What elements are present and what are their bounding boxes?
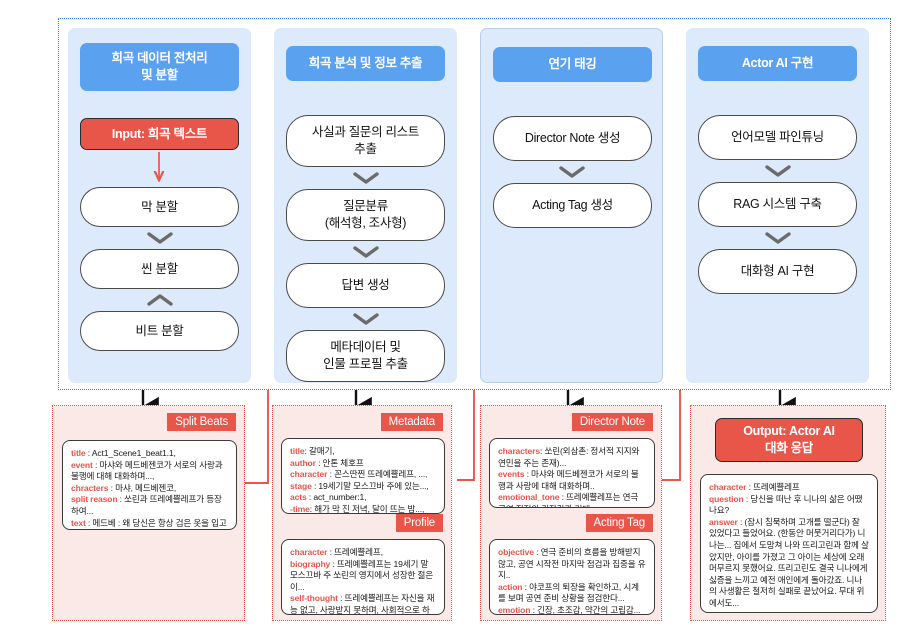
node-fact-question-list-line1: 사실과 질문의 리스트 (311, 125, 420, 139)
node-metadata-profile-extraction[interactable]: 메타데이터 및 인물 프로필 추출 (286, 330, 445, 382)
node-metadata-profile-line2: 인물 프로필 추출 (323, 357, 408, 371)
node-fact-question-list[interactable]: 사실과 질문의 리스트 추출 (286, 115, 445, 167)
node-rag-system[interactable]: RAG 시스템 구축 (698, 182, 857, 227)
output-button-line1: Output: Actor AI (743, 424, 835, 438)
stage-header-4: Actor AI 구현 (698, 46, 857, 81)
node-question-classification-line1: 질문분류 (343, 199, 388, 213)
node-answer-generation[interactable]: 답변 생성 (286, 263, 445, 308)
node-scene-split[interactable]: 씬 분할 (80, 249, 239, 289)
output-card-profile: character : 뜨레예쁠레프, biography : 뜨레예쁠레프는 … (281, 539, 445, 615)
chevron-down-icon-2b (352, 245, 379, 259)
node-act-split[interactable]: 막 분할 (80, 187, 239, 227)
node-metadata-profile-line1: 메타데이터 및 (330, 340, 401, 354)
node-director-note-generation[interactable]: Director Note 생성 (493, 116, 652, 161)
output-button-line2: 대화 응답 (765, 441, 813, 455)
output-button-actor-ai[interactable]: Output: Actor AI 대화 응답 (715, 418, 863, 462)
output-card-actor-ai-dialogue: character : 뜨레예쁠레프 question : 당신을 떠난 후 니… (700, 474, 878, 613)
stage-header-1-line2: 및 분할 (141, 68, 178, 82)
stage-header-3: 연기 태깅 (493, 47, 652, 82)
output-card-director-note: characters: 쏘린(외삼촌: 정서적 지지와 연민을 주는 존재)..… (489, 438, 655, 508)
stage-header-2: 희곡 분석 및 정보 추출 (286, 46, 445, 81)
stage-column-actor-ai: Actor AI 구현 언어모델 파인튜닝 RAG 시스템 구축 대화형 AI … (686, 28, 869, 383)
chevron-up-icon-1 (146, 293, 173, 307)
output-group-metadata-profile: Metadata title: 갈매기, author : 안톤 체호프 cha… (272, 405, 452, 621)
stage-header-1-line1: 희곡 데이터 전처리 (111, 51, 208, 65)
node-beat-split[interactable]: 비트 분할 (80, 311, 239, 351)
node-llm-finetuning[interactable]: 언어모델 파인튜닝 (698, 115, 857, 160)
chevron-down-icon-2a (352, 171, 379, 185)
stage-column-analysis: 희곡 분석 및 정보 추출 사실과 질문의 리스트 추출 질문분류 (해석형, … (274, 28, 457, 383)
output-label-split-beats: Split Beats (167, 413, 236, 431)
chevron-down-icon-2c (352, 312, 379, 326)
output-label-profile: Profile (395, 514, 443, 532)
input-node-script-text[interactable]: Input: 희곡 텍스트 (80, 118, 239, 150)
pipeline-frame: 희곡 데이터 전처리 및 분할 Input: 희곡 텍스트 막 분할 씬 분할 (58, 18, 891, 390)
output-label-acting-tag: Acting Tag (585, 514, 653, 532)
stage-column-preprocessing: 희곡 데이터 전처리 및 분할 Input: 희곡 텍스트 막 분할 씬 분할 (68, 28, 251, 383)
output-group-split-beats: Split Beats title : Act1_Scene1_beat1.1,… (52, 405, 245, 621)
node-question-classification[interactable]: 질문분류 (해석형, 조사형) (286, 189, 445, 241)
stage-header-1: 희곡 데이터 전처리 및 분할 (80, 43, 239, 91)
chevron-down-icon-4b (764, 231, 791, 245)
node-acting-tag-generation[interactable]: Acting Tag 생성 (493, 183, 652, 228)
node-fact-question-list-line2: 추출 (354, 142, 377, 156)
chevron-down-icon-4a (764, 164, 791, 178)
red-down-arrow (152, 152, 166, 182)
output-label-metadata: Metadata (380, 413, 443, 431)
stage-column-acting-tagging: 연기 태깅 Director Note 생성 Acting Tag 생성 (480, 28, 663, 383)
output-group-actor-ai: Output: Actor AI 대화 응답 character : 뜨레예쁠레… (690, 405, 886, 621)
node-question-classification-line2: (해석형, 조사형) (324, 216, 407, 230)
node-conversational-ai[interactable]: 대화형 AI 구현 (698, 249, 857, 294)
chevron-down-icon-3a (558, 165, 585, 179)
output-label-director-note: Director Note (571, 413, 653, 431)
output-card-acting-tag: objective : 연극 준비의 흐름을 방해받지 않고, 공연 시작전 마… (489, 539, 655, 615)
output-group-director-acting: Director Note characters: 쏘린(외삼촌: 정서적 지지… (480, 405, 662, 621)
output-card-split-beats: title : Act1_Scene1_beat1.1, event : 마샤와… (62, 440, 237, 530)
output-card-metadata: title: 갈매기, author : 안톤 체호프 character : … (281, 438, 445, 514)
chevron-down-icon-1 (146, 231, 173, 245)
